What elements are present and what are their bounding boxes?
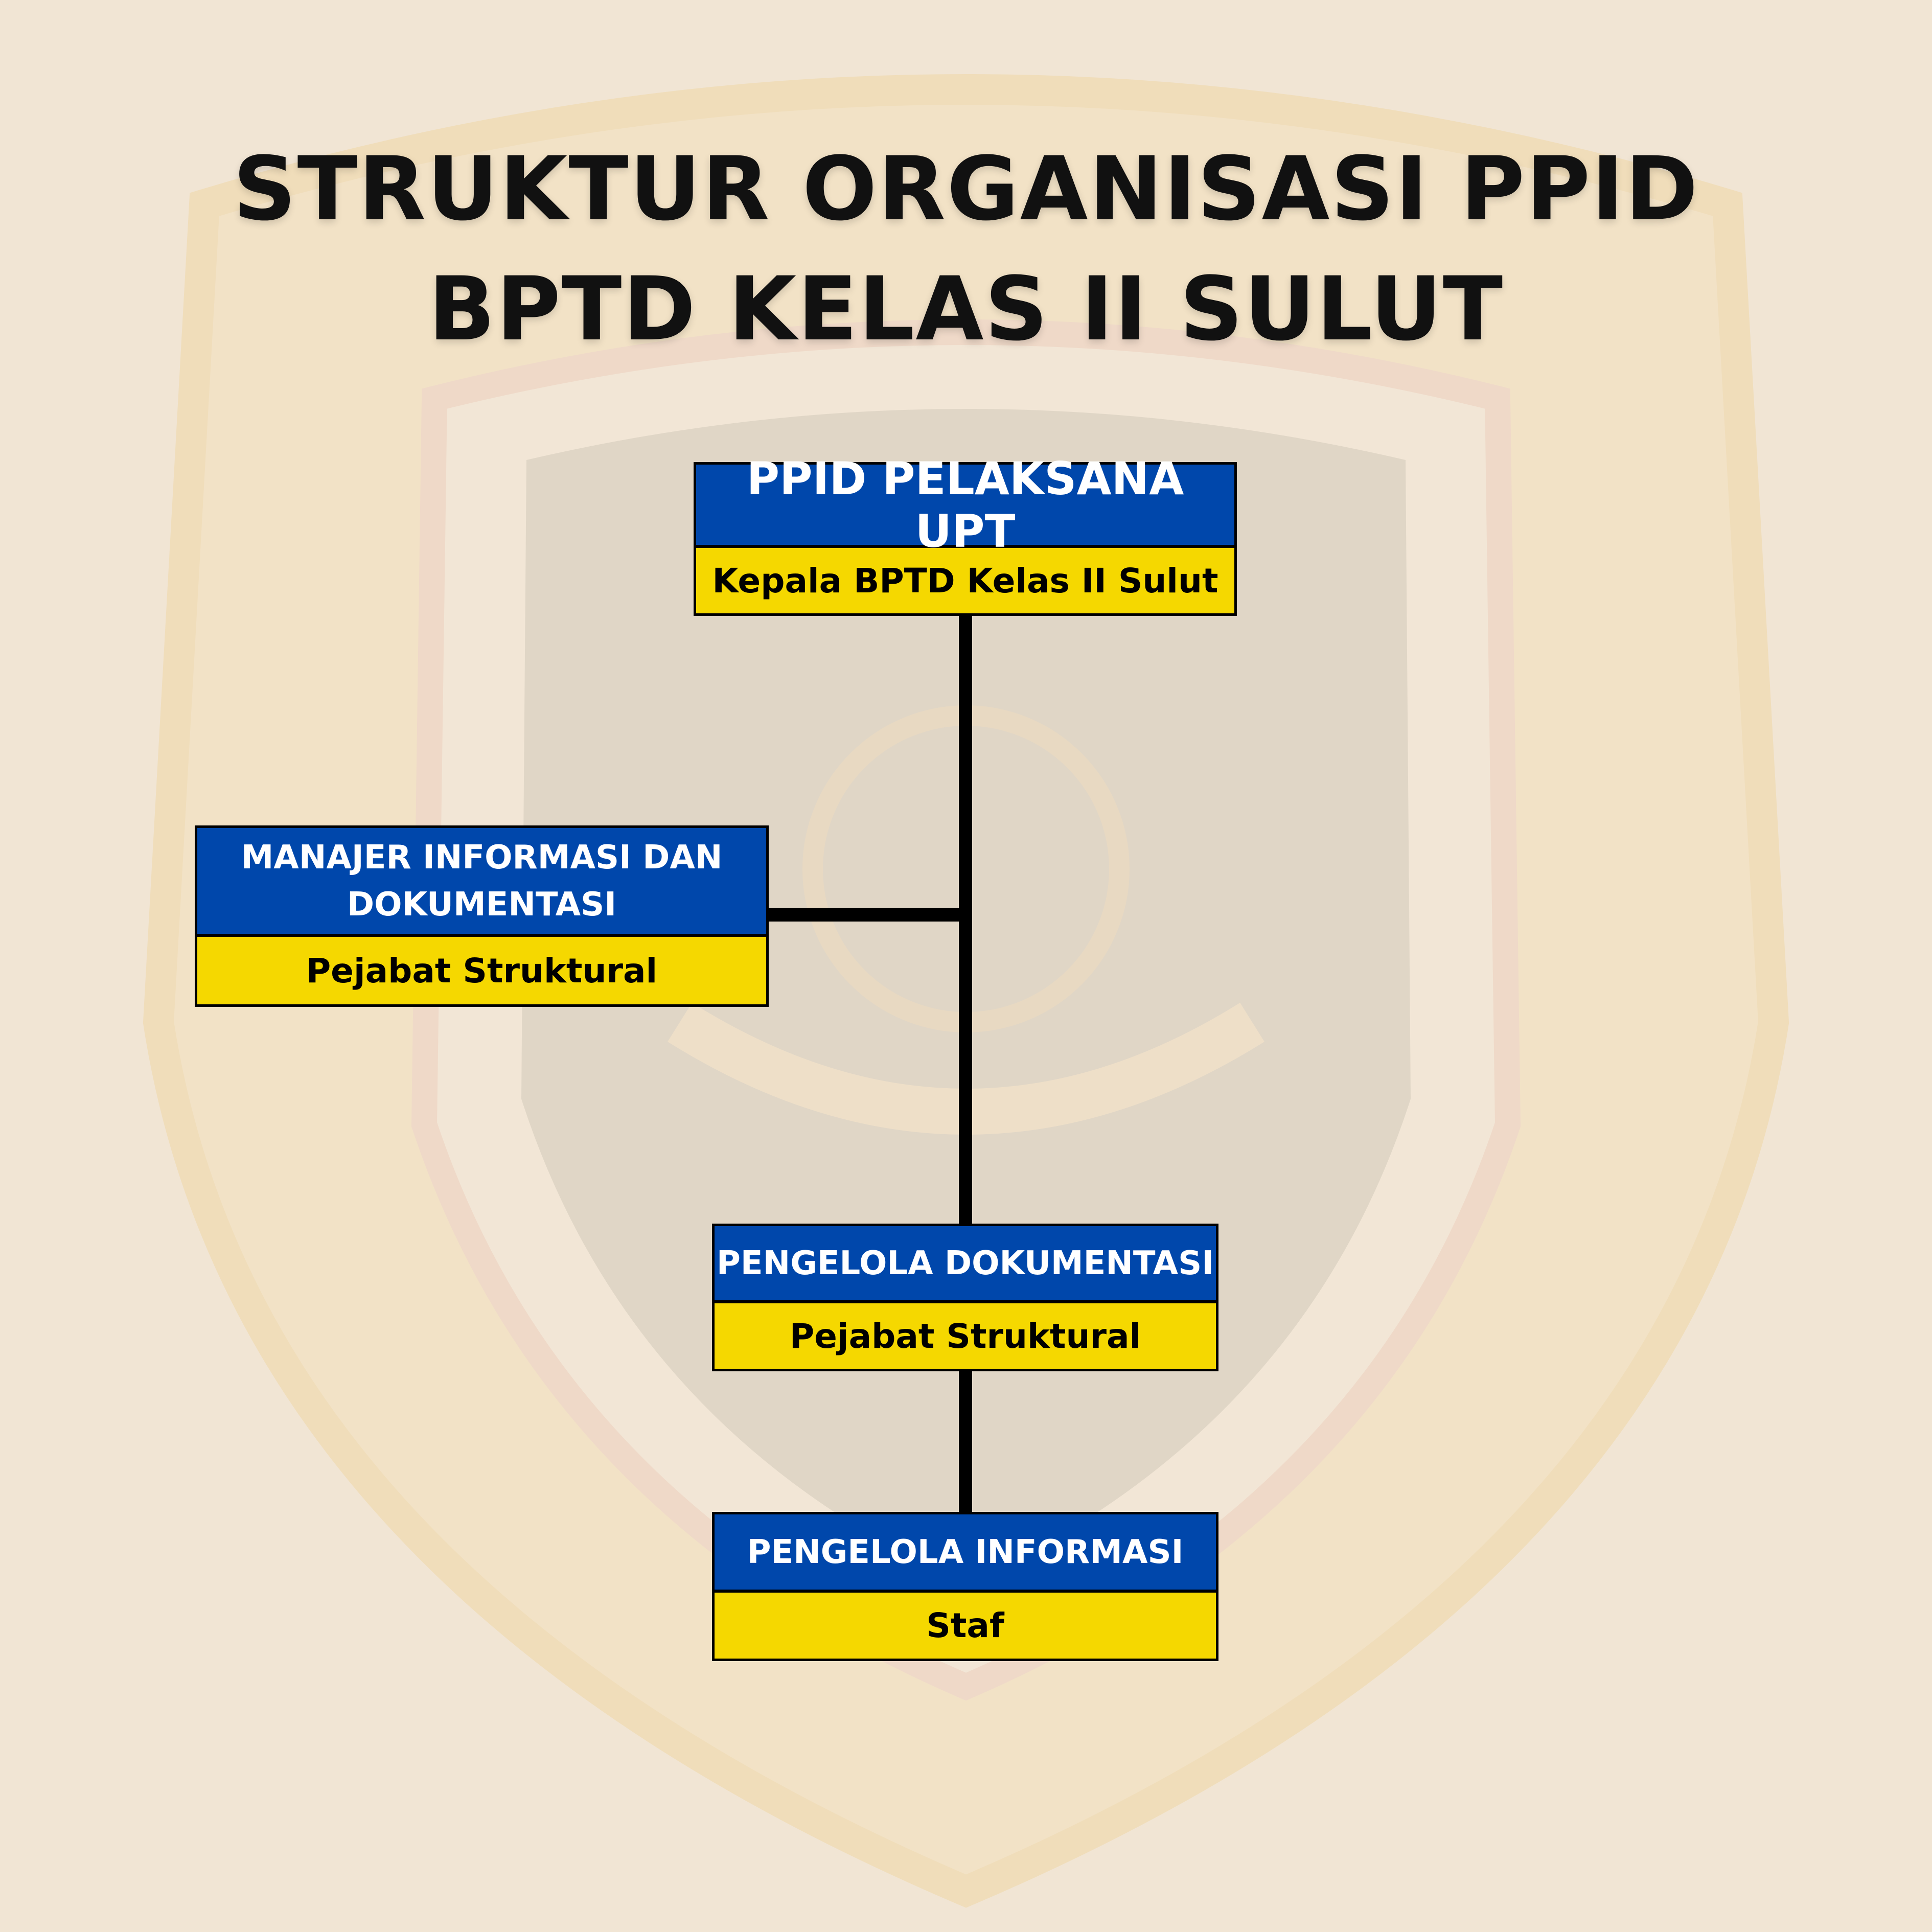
node-holder: Pejabat Struktural (715, 1303, 1216, 1369)
node-holder: Pejabat Struktural (197, 937, 766, 1004)
node-pengelola-informasi: PENGELOLA INFORMASI Staf (712, 1512, 1218, 1661)
connector-vertical-bottom (959, 1370, 972, 1513)
connector-horizontal-manajer (767, 908, 971, 922)
node-holder: Kepala BPTD Kelas II Sulut (696, 548, 1234, 613)
title-line-2: BPTD KELAS II SULUT (428, 258, 1504, 360)
node-role: PENGELOLA INFORMASI (715, 1514, 1216, 1593)
node-holder: Staf (715, 1593, 1216, 1659)
title-line-1: STRUKTUR ORGANISASI PPID (233, 137, 1699, 240)
node-ppid-pelaksana: PPID PELAKSANA UPT Kepala BPTD Kelas II … (694, 452, 1237, 616)
node-role: PPID PELAKSANA UPT (696, 452, 1234, 558)
node-role: PENGELOLA DOKUMENTASI (715, 1226, 1216, 1303)
node-pengelola-dokumentasi: PENGELOLA DOKUMENTASI Pejabat Struktural (712, 1224, 1218, 1371)
node-manajer-informasi: MANAJER INFORMASI DAN DOKUMENTASI Pejaba… (195, 825, 769, 1007)
node-role: MANAJER INFORMASI DAN DOKUMENTASI (197, 828, 766, 937)
